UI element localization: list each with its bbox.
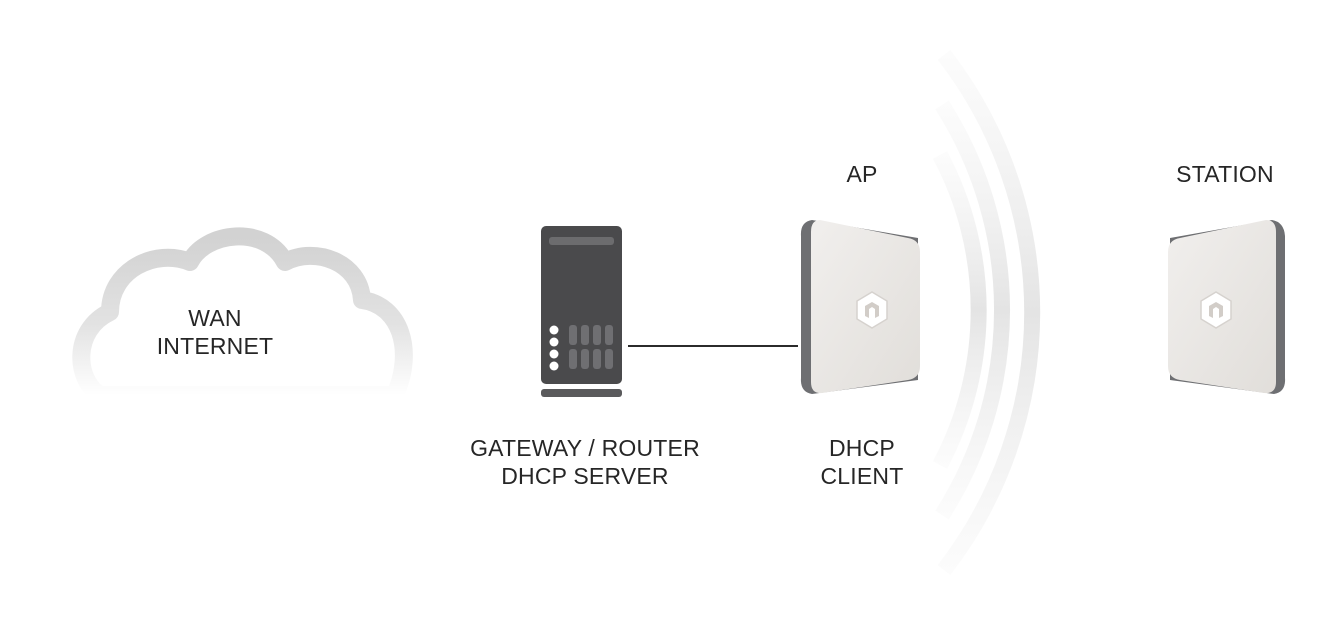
signal-arc-1 [932, 151, 987, 469]
signal-arc-3 [937, 50, 1041, 575]
wireless-signal-icon [932, 50, 1041, 575]
station-antenna-icon [1168, 220, 1286, 394]
ap-label: DHCP CLIENT [792, 434, 932, 490]
station-title: STATION [1150, 160, 1300, 188]
server-tower-icon [541, 226, 622, 397]
cloud-label-line2: INTERNET [156, 333, 274, 359]
ap-title: AP [812, 160, 912, 188]
signal-arc-2 [935, 100, 1010, 520]
station-title-text: STATION [1176, 161, 1274, 187]
cloud-label-line1: WAN [188, 305, 242, 331]
cloud-label: WAN INTERNET [130, 304, 300, 360]
router-label: GATEWAY / ROUTER DHCP SERVER [440, 434, 730, 490]
ap-label-line1: DHCP [829, 435, 895, 461]
access-point-icon [800, 220, 920, 394]
ap-title-text: AP [846, 161, 878, 187]
hex-logo-icon [1200, 291, 1232, 329]
router-label-line1: GATEWAY / ROUTER [470, 435, 700, 461]
hex-logo-icon [856, 291, 888, 329]
cloud-icon [72, 227, 413, 404]
router-label-line2: DHCP SERVER [501, 463, 669, 489]
ap-label-line2: CLIENT [820, 463, 904, 489]
